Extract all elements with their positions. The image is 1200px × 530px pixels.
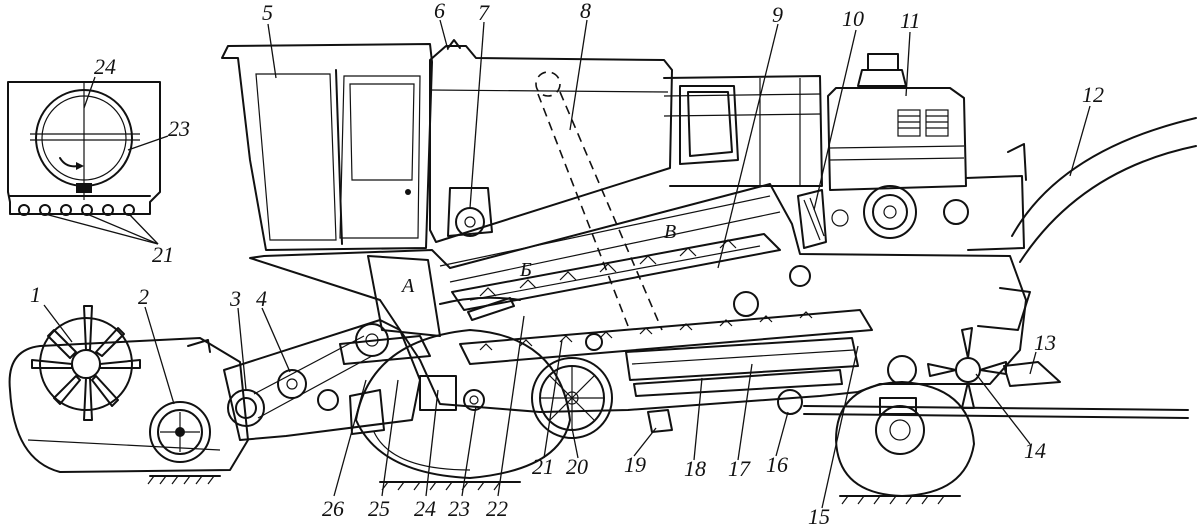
label-2: 2 (138, 284, 149, 309)
label-3: 3 (229, 286, 241, 311)
label-13: 13 (1034, 330, 1056, 355)
inset-label-24: 24 (94, 54, 116, 79)
zone-b-label: Б (519, 259, 532, 281)
chopper (887, 327, 1061, 409)
feeder-house (223, 319, 431, 441)
straw-walker (451, 233, 781, 311)
label-4: 4 (256, 286, 267, 311)
part-number-labels: 1 2 3 4 5 6 7 8 9 10 11 12 13 14 15 16 1… (30, 0, 1104, 529)
label-22: 22 (486, 496, 508, 521)
inset-label-21: 21 (152, 242, 174, 267)
label-18: 18 (684, 456, 706, 481)
label-6: 6 (434, 0, 445, 23)
auger-drive (647, 409, 673, 433)
fan-pulley (777, 389, 803, 415)
label-14: 14 (1024, 438, 1046, 463)
label-24: 24 (414, 496, 436, 521)
label-9: 9 (772, 2, 783, 27)
grain-tank (429, 39, 673, 331)
inset-label-23: 23 (168, 116, 190, 141)
rear-steer-wheel (803, 381, 1189, 497)
inset-rollers (18, 204, 135, 216)
header-auger (149, 401, 211, 463)
label-5: 5 (262, 0, 273, 25)
label-11: 11 (900, 8, 920, 33)
zone-v-label: В (664, 221, 676, 243)
reel (31, 305, 141, 421)
label-12: 12 (1082, 82, 1104, 107)
engine-grille-right (925, 109, 949, 137)
grain-pan (459, 309, 873, 365)
label-17: 17 (728, 456, 751, 481)
cab (221, 43, 433, 251)
label-23: 23 (448, 496, 470, 521)
label-26: 26 (322, 496, 344, 521)
threshing-unit (349, 296, 521, 435)
label-19: 19 (624, 452, 646, 477)
combine-body (249, 183, 1027, 413)
label-25: 25 (368, 496, 390, 521)
label-20: 20 (566, 454, 588, 479)
label-7: 7 (478, 0, 490, 25)
label-1: 1 (30, 282, 41, 307)
auger-cross-section-inset (7, 81, 161, 216)
sieves (625, 337, 859, 397)
header (8, 305, 249, 473)
label-21: 21 (532, 454, 554, 479)
label-15: 15 (808, 504, 830, 529)
railing (663, 75, 823, 187)
ground-hatching (147, 475, 961, 505)
label-8: 8 (580, 0, 591, 23)
engine-grille-left (897, 109, 921, 137)
label-10: 10 (842, 6, 864, 31)
leader-lines (43, 19, 1091, 509)
engine (797, 53, 1027, 251)
zone-a-label: А (400, 275, 415, 297)
label-16: 16 (766, 452, 788, 477)
